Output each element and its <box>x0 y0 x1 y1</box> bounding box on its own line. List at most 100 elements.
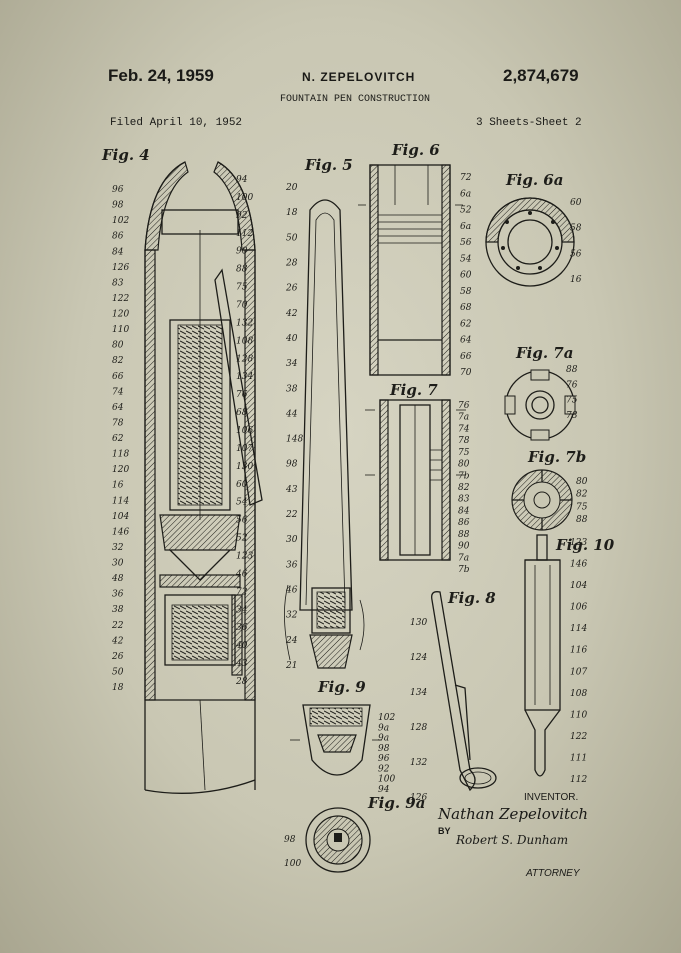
ref-numeral: 100 <box>378 775 395 785</box>
ref-numeral: 60 <box>236 480 248 490</box>
fig5-drawing <box>284 199 365 669</box>
ref-numeral: 9a <box>378 723 389 733</box>
ref-numeral: 107 <box>236 444 253 454</box>
ref-numeral: 70 <box>236 301 248 311</box>
ref-numeral: 90 <box>236 247 248 257</box>
ref-numeral: 76 <box>458 401 470 411</box>
ref-numeral: 7b <box>458 471 470 481</box>
ref-numeral: 104 <box>570 581 587 591</box>
ref-numeral: 78 <box>458 436 470 446</box>
fig7b-drawing <box>511 469 573 531</box>
ref-numeral: 16 <box>570 275 582 285</box>
ref-numeral: 54 <box>460 254 472 264</box>
ref-numeral: 64 <box>112 403 124 413</box>
ref-numeral: 114 <box>570 624 587 634</box>
ref-numeral: 106 <box>570 603 587 613</box>
ref-numeral: 83 <box>458 495 470 505</box>
ref-numeral: 124 <box>410 653 427 663</box>
inventor-label: INVENTOR. <box>524 792 579 803</box>
ref-numeral: 30 <box>112 559 124 569</box>
ref-numeral: 112 <box>570 775 587 785</box>
ref-numeral: 123 <box>236 552 253 562</box>
ref-numeral: 22 <box>111 621 124 631</box>
ref-numeral: 38 <box>112 605 124 615</box>
fig7a-drawing <box>504 369 576 441</box>
ref-numeral: 50 <box>112 667 124 677</box>
ref-numeral: 75 <box>458 448 470 458</box>
ref-numeral: 36 <box>286 560 298 570</box>
ref-numeral: 26 <box>285 284 298 294</box>
ref-numeral: 72 <box>460 173 472 183</box>
ref-numeral: 107 <box>570 667 587 677</box>
ref-numeral: 92 <box>236 211 248 221</box>
fig7-title: Fig. 7 <box>389 381 438 399</box>
ref-numeral: 7a <box>458 413 469 423</box>
fig9-title: Fig. 9 <box>317 678 366 696</box>
ref-numeral: 111 <box>570 753 587 763</box>
fig8-drawing <box>431 591 497 792</box>
ref-numeral: 18 <box>112 683 124 693</box>
ref-numeral: 40 <box>285 334 298 344</box>
ref-numeral: 7a <box>458 553 469 563</box>
fig6-drawing <box>358 164 463 376</box>
ref-numeral: 132 <box>410 758 427 768</box>
fig10-drawing <box>524 534 561 777</box>
ref-numeral: 134 <box>236 372 253 382</box>
ref-numeral: 88 <box>458 530 470 540</box>
patent-number: 2,874,679 <box>503 66 579 85</box>
fig7a-title: Fig. 7a <box>515 344 573 362</box>
ref-numeral: 60 <box>570 198 582 208</box>
ref-numeral: 80 <box>112 341 124 351</box>
fig7-drawing <box>365 399 466 561</box>
ref-numeral: 78 <box>566 411 578 421</box>
ref-numeral: 76 <box>236 390 248 400</box>
fig6-title: Fig. 6 <box>391 141 440 159</box>
ref-numeral: 75 <box>566 396 578 406</box>
ref-numeral: 83 <box>112 278 124 288</box>
ref-numeral: 60 <box>460 271 472 281</box>
ref-numeral: 118 <box>112 450 129 460</box>
ref-numeral: 64 <box>460 336 472 346</box>
ref-numeral: 42 <box>111 636 124 646</box>
ref-numeral: 36 <box>236 623 248 633</box>
ref-numeral: 32 <box>112 543 124 553</box>
ref-numeral: 94 <box>378 785 390 795</box>
ref-numeral: 58 <box>570 224 582 234</box>
fig4-title: Fig. 4 <box>101 146 150 164</box>
ref-numeral: 88 <box>566 365 578 375</box>
ref-numeral: 126 <box>112 263 129 273</box>
fig8-title: Fig. 8 <box>447 589 496 607</box>
ref-numeral: 100 <box>284 859 301 869</box>
fig6a-title: Fig. 6a <box>505 171 563 189</box>
ref-numeral: 116 <box>570 646 587 656</box>
ref-numeral: 42 <box>285 309 298 319</box>
patent-date: Feb. 24, 1959 <box>108 66 214 85</box>
ref-numeral: 72 <box>236 587 248 597</box>
ref-numeral: 54 <box>236 498 248 508</box>
ref-numeral: 120 <box>112 310 129 320</box>
ref-numeral: 106 <box>236 426 253 436</box>
ref-numeral: 108 <box>570 689 587 699</box>
ref-numeral: 21 <box>285 661 297 671</box>
fig9-drawing <box>290 704 382 776</box>
ref-numeral: 48 <box>111 574 124 584</box>
ref-numeral: 82 <box>458 483 470 493</box>
ref-numeral: 28 <box>285 258 298 268</box>
ref-numeral: 84 <box>112 247 124 257</box>
ref-numeral: 82 <box>576 490 588 500</box>
fig6a-drawing <box>485 197 575 287</box>
ref-numeral: 76 <box>566 380 578 390</box>
ref-numeral: 24 <box>285 636 298 646</box>
ref-numeral: 34 <box>236 605 248 615</box>
ref-numeral: 88 <box>576 515 588 525</box>
fig7b-title: Fig. 7b <box>527 448 586 466</box>
ref-numeral: 43 <box>285 485 298 495</box>
ref-numeral: 94 <box>236 175 248 185</box>
ref-numeral: 36 <box>112 590 124 600</box>
ref-numeral: 68 <box>236 408 248 418</box>
ref-numeral: 96 <box>112 185 124 195</box>
ref-numeral: 130 <box>236 462 253 472</box>
ref-numeral: 50 <box>286 233 298 243</box>
ref-numeral: 82 <box>112 356 124 366</box>
ref-numeral: 108 <box>236 336 253 346</box>
